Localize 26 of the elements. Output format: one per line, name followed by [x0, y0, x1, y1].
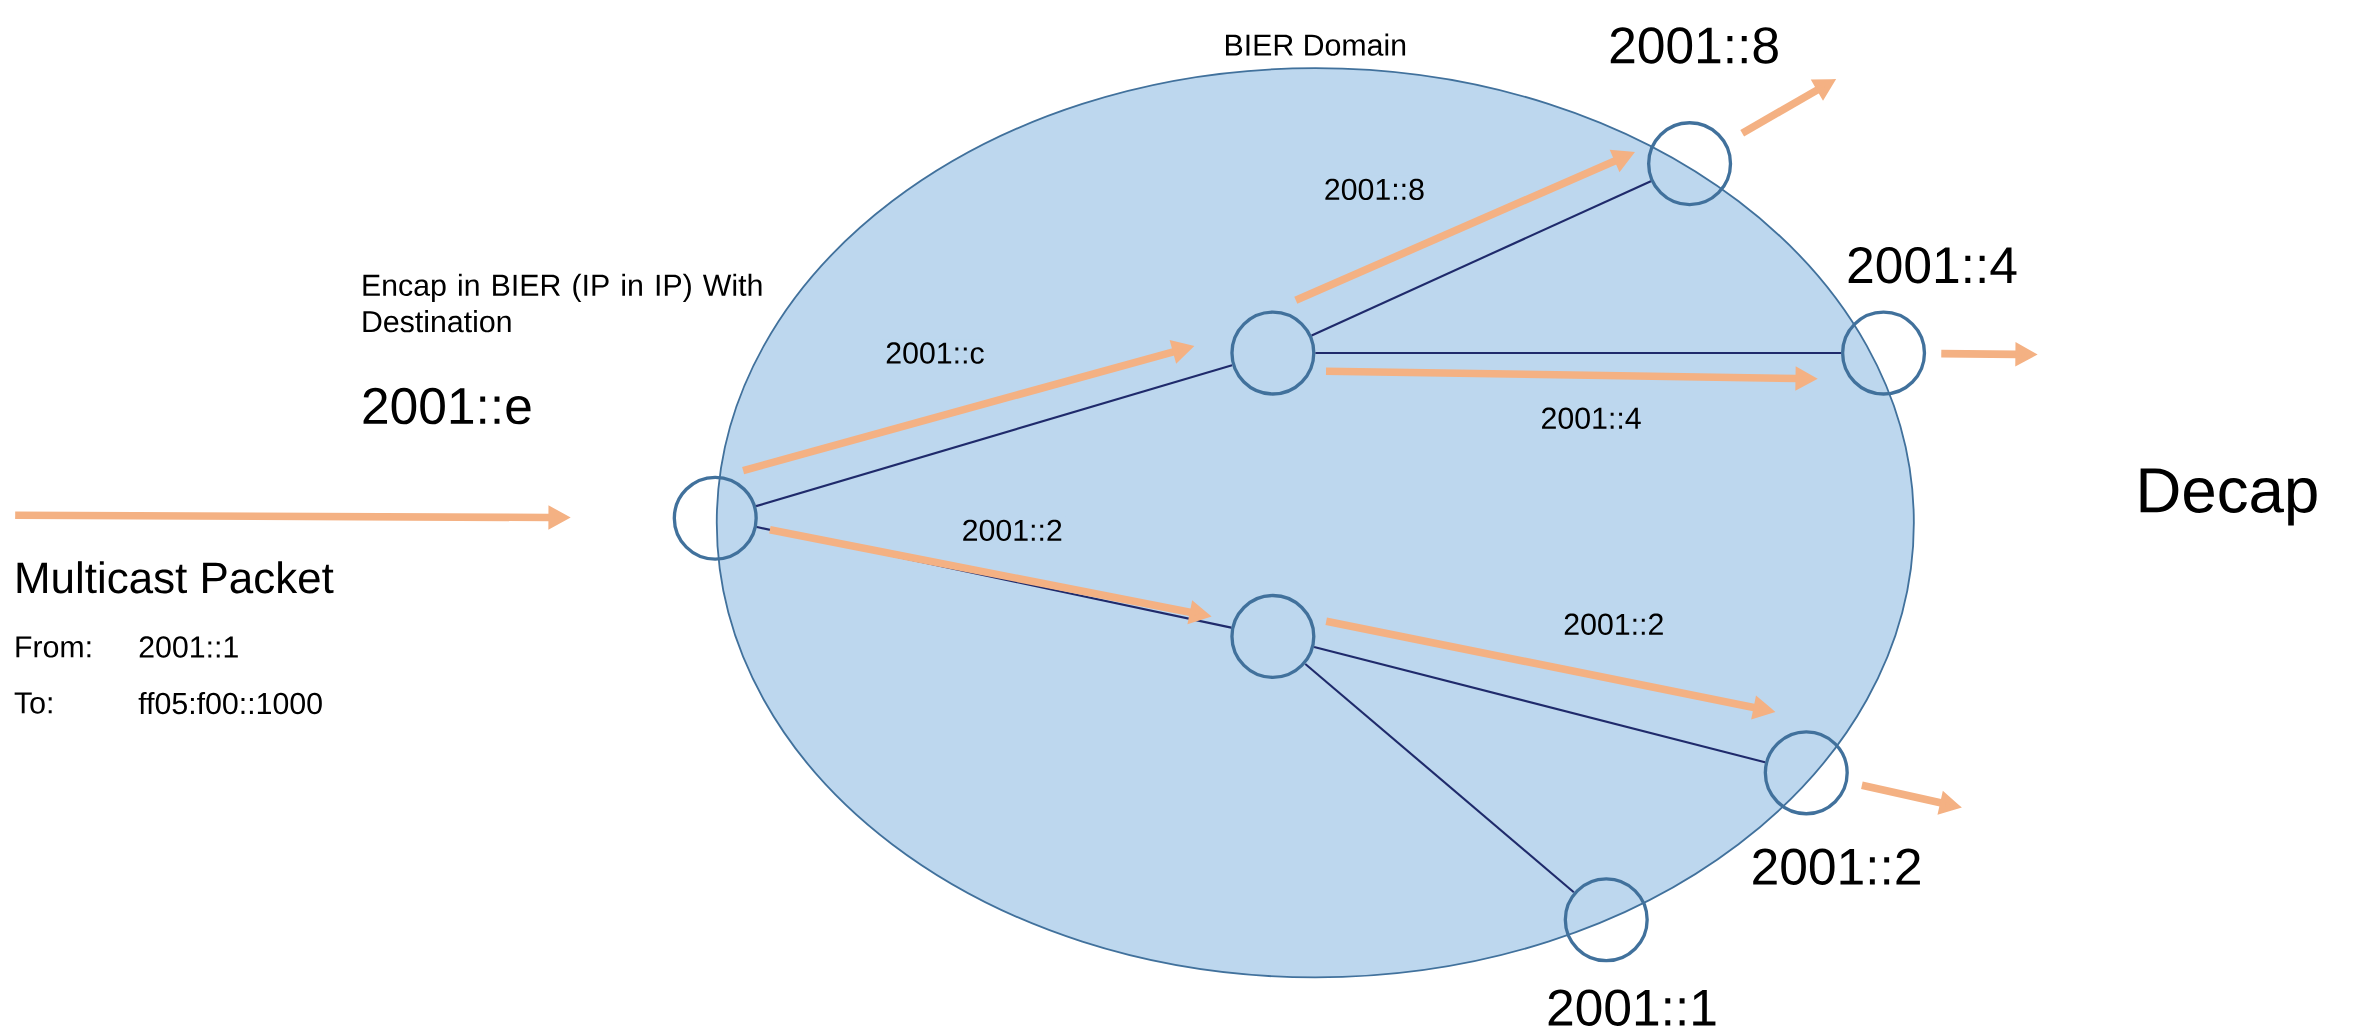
node-label: BIER Domain [1226, 33, 1406, 56]
table-cell: From: [16, 636, 91, 658]
link-line [1304, 662, 1575, 893]
address-label: 2001::2 [1753, 848, 1920, 885]
text-line: Decap [2140, 468, 2317, 526]
router-circle [1230, 310, 1316, 396]
text-line: Encap in BIER (IP in IP) With Destination [363, 273, 762, 333]
edge-label: 2001::4 [1537, 404, 1645, 432]
address-label: 2001::4 [1848, 246, 2017, 284]
address-label: 2001::e [363, 387, 531, 425]
link-line [755, 363, 1233, 507]
router-circle [1230, 593, 1316, 679]
text-line: Multicast Packet [17, 560, 334, 594]
link-line [1311, 180, 1652, 337]
edge-label: 2001::2 [1560, 610, 1668, 638]
router-circle [672, 475, 758, 561]
table-cell: 2001::1 [139, 636, 238, 658]
link-line [1315, 351, 1841, 354]
link-line [1313, 645, 1766, 764]
edge-label: 2001::c [882, 339, 988, 367]
table-cell: To: [14, 692, 52, 714]
table-cell: ff05:f00::1000 [138, 691, 322, 714]
edge-label: 2001::2 [958, 516, 1066, 544]
address-label: 2001::1 [1548, 989, 1716, 1026]
address-label: 2001::8 [1610, 27, 1778, 64]
edge-label: 2001::8 [1320, 175, 1428, 203]
